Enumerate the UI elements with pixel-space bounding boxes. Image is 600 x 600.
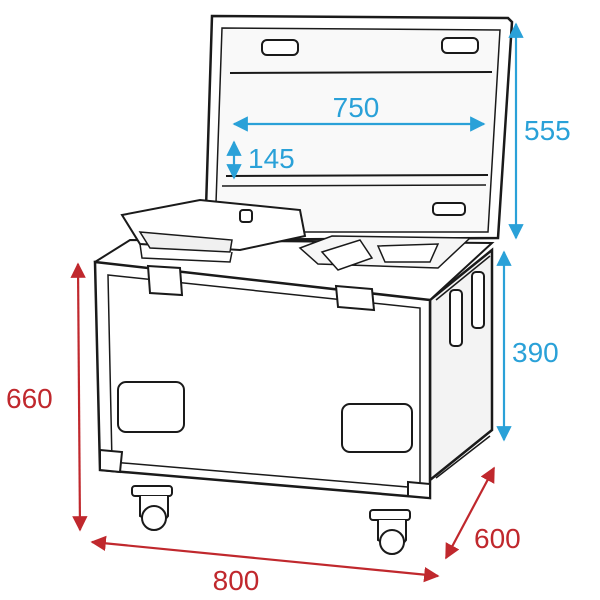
caster-left [131, 485, 173, 531]
case-body [93, 235, 495, 500]
label-width: 800 [213, 565, 260, 596]
lid-compartment-bottom [225, 174, 489, 177]
lid-compartment-top [229, 71, 493, 74]
label-base-height: 390 [512, 337, 559, 368]
front-latch-right [334, 284, 376, 312]
dim-line-total-height [70, 262, 88, 532]
fixture-grille [138, 231, 233, 253]
lid-compartment-lip [221, 184, 487, 187]
case-front-face [93, 260, 432, 500]
label-lid-height: 555 [524, 115, 571, 146]
front-handle-recess-left [117, 381, 185, 433]
fixture-knob [239, 209, 253, 223]
lid-handle-recess [432, 202, 466, 216]
moving-head-fixture [120, 198, 307, 263]
blue-dimension-lines [226, 22, 524, 442]
dim-line-depth [445, 466, 495, 560]
label-total-height: 660 [6, 383, 53, 414]
side-handle-1 [449, 289, 463, 347]
label-lid-inner-width: 750 [333, 92, 380, 123]
dim-line-width [90, 535, 440, 583]
front-latch-left [146, 264, 184, 297]
label-depth: 600 [474, 523, 521, 554]
casters [131, 485, 411, 555]
label-lid-inner-height: 145 [248, 143, 295, 174]
corner-bracket-right [407, 480, 431, 500]
lid-latch-left [261, 39, 299, 56]
lid-latch-right [441, 37, 479, 54]
side-handle-2 [471, 271, 485, 329]
lid-inner-panel [214, 27, 501, 233]
caster-right [369, 509, 411, 555]
front-handle-recess-right [341, 403, 413, 453]
red-dimension-lines [70, 262, 495, 583]
corner-bracket-left [99, 448, 124, 474]
